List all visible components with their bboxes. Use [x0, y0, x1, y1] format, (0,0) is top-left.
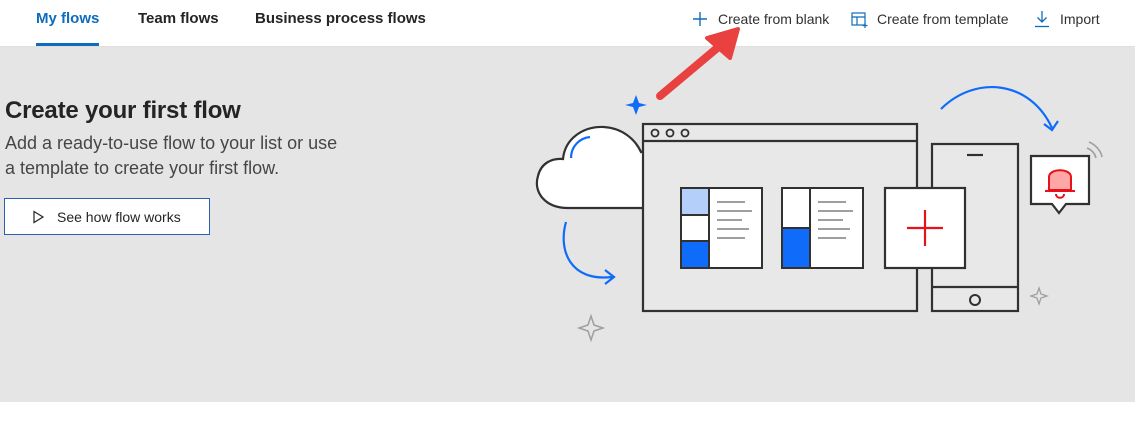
create-from-template-button[interactable]: Create from template	[849, 0, 1009, 38]
see-how-flow-works-label: See how flow works	[57, 208, 181, 225]
see-how-flow-works-button[interactable]: See how flow works	[4, 198, 210, 235]
hero-title: Create your first flow	[5, 97, 241, 124]
import-button[interactable]: Import	[1032, 0, 1100, 38]
template-icon	[849, 9, 869, 29]
sparkle-icon	[1028, 285, 1050, 307]
create-from-template-label: Create from template	[877, 11, 1009, 27]
play-icon	[33, 209, 45, 224]
tab-my-flows[interactable]: My flows	[36, 0, 100, 46]
import-label: Import	[1060, 11, 1100, 27]
import-icon	[1032, 9, 1052, 29]
create-from-blank-label: Create from blank	[718, 11, 830, 27]
plus-icon	[690, 9, 710, 29]
sparkle-icon	[625, 95, 647, 115]
sparkle-icon	[576, 313, 606, 343]
hero-subtitle: Add a ready-to-use flow to your list or …	[5, 133, 338, 178]
tab-business-process-flows[interactable]: Business process flows	[255, 10, 426, 27]
bell-icon	[1048, 169, 1072, 191]
tab-team-flows[interactable]: Team flows	[138, 10, 219, 27]
top-bar: My flows Team flows Business process flo…	[0, 0, 1135, 47]
plus-icon	[907, 210, 943, 246]
create-from-blank-button[interactable]: Create from blank	[690, 0, 829, 38]
